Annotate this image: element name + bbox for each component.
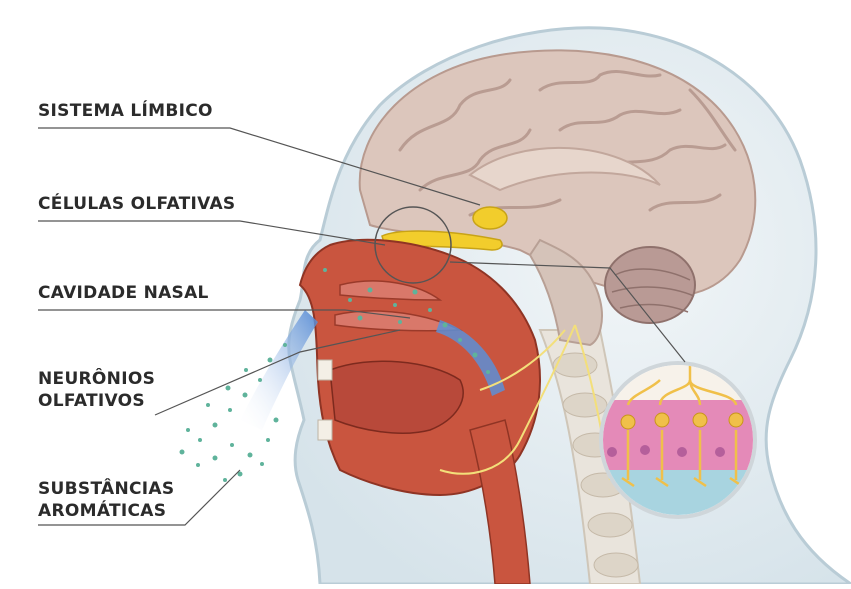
label-olfactory-neurons-line1: NEURÔNIOS — [38, 368, 155, 390]
label-aromatic-substances: SUBSTÂNCIAS AROMÁTICAS — [38, 478, 174, 522]
label-nasal-cavity: CAVIDADE NASAL — [38, 282, 209, 304]
lower-teeth — [318, 420, 332, 440]
upper-teeth — [318, 360, 332, 380]
limbic-system — [473, 207, 507, 229]
label-aromatic-line2: AROMÁTICAS — [38, 500, 174, 522]
cerebellum — [605, 247, 695, 323]
label-aromatic-line1: SUBSTÂNCIAS — [38, 478, 174, 500]
tongue — [330, 361, 463, 433]
label-olfactory-cells: CÉLULAS OLFATIVAS — [38, 193, 235, 215]
label-limbic-system: SISTEMA LÍMBICO — [38, 100, 213, 122]
label-olfactory-neurons: NEURÔNIOS OLFATIVOS — [38, 368, 155, 412]
label-olfactory-neurons-line2: OLFATIVOS — [38, 390, 155, 412]
